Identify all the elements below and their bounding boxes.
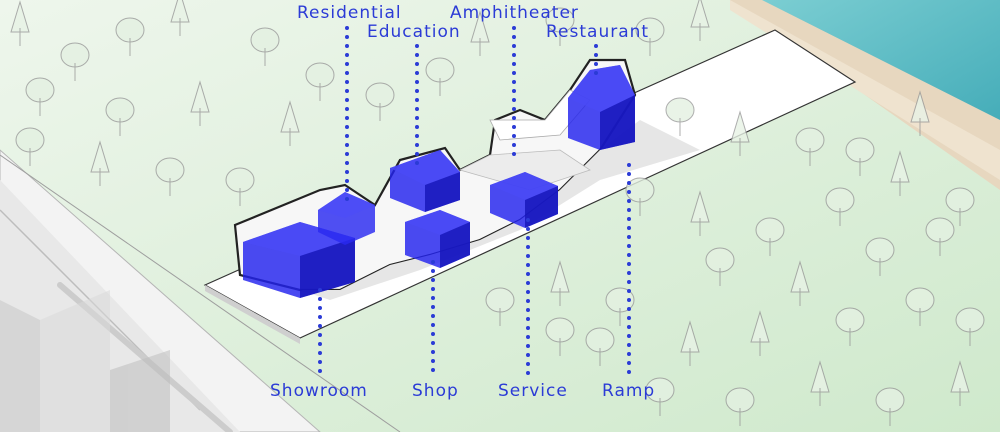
tree-icon [545,7,575,46]
nearby-buildings [0,290,170,432]
tree-icon [665,97,695,136]
tree-icon [750,310,770,356]
tree-icon [730,110,750,156]
tree-icon [690,0,710,41]
tree-icon [645,377,675,416]
trees [10,0,985,426]
tree-icon [790,260,810,306]
label-service: Service [498,381,568,401]
tree-icon [425,57,455,96]
road-curb [0,154,401,432]
tree-icon [170,0,190,36]
tree-icon [905,287,935,326]
tree-icon [225,167,255,206]
volume-service [490,172,558,228]
tree-icon [545,317,575,356]
tree-icon [795,127,825,166]
tree-icon [470,10,490,56]
tree-icon [190,80,210,126]
tree-icon [955,307,985,346]
tree-icon [155,157,185,196]
label-ramp: Ramp [602,381,656,401]
label-shop: Shop [412,381,459,401]
tree-icon [90,140,110,186]
tree-icon [550,260,570,306]
tree-icon [890,150,910,196]
leader-lines [318,26,631,377]
tree-icon [105,97,135,136]
tree-icon [925,217,955,256]
volume-residential [318,192,375,245]
tree-icon [690,190,710,236]
program-volumes [243,65,635,298]
tree-icon [680,320,700,366]
tree-icon [605,287,635,326]
tree-icon [250,27,280,66]
tree-icon [945,187,975,226]
tree-icon [280,100,300,146]
tree-icon [365,82,395,121]
tree-icon [115,17,145,56]
tree-icon [845,137,875,176]
volume-education [390,150,460,212]
tree-icon [950,360,970,406]
tree-icon [635,17,665,56]
tree-icon [825,187,855,226]
tree-icon [10,0,30,46]
tree-icon [305,62,335,101]
label-education: Education [367,22,461,42]
tree-icon [835,307,865,346]
tree-icon [625,177,655,216]
tree-icon [910,90,930,136]
label-showroom: Showroom [270,381,368,401]
tree-icon [585,327,615,366]
tree-icon [755,217,785,256]
tree-icon [485,287,515,326]
tree-icon [15,127,45,166]
plinth-side [205,285,300,344]
tree-icon [875,387,905,426]
label-residential: Residential [297,3,402,23]
label-restaurant: Restaurant [546,22,650,42]
tree-icon [725,387,755,426]
volume-shop [405,210,470,268]
tree-icon [60,42,90,81]
tree-icon [810,360,830,406]
tree-icon [25,77,55,116]
tree-icon [705,247,735,286]
tree-icon [865,237,895,276]
label-amphitheater: Amphitheater [450,3,579,23]
volume-restaurant [568,65,635,150]
